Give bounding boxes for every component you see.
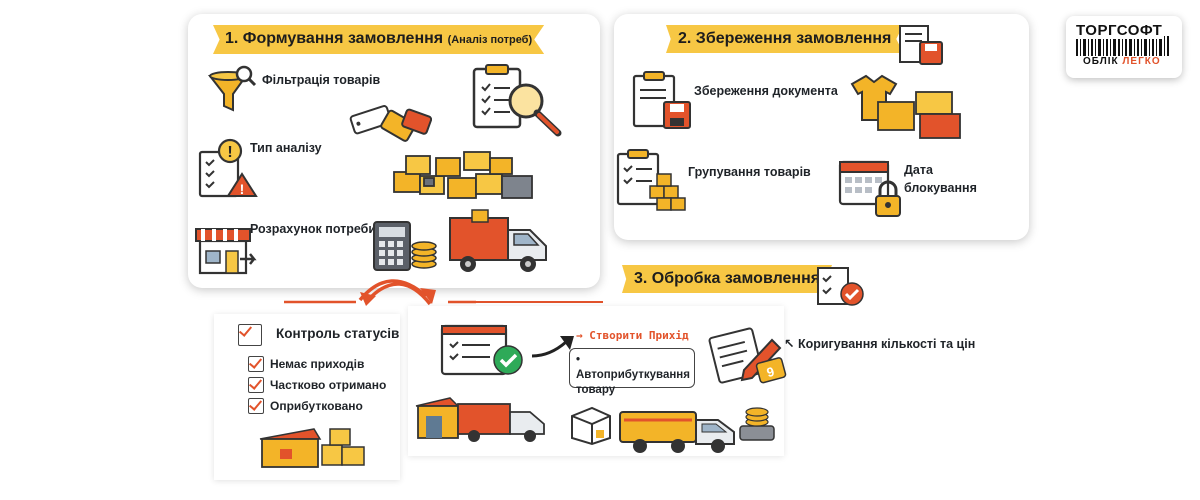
- correction-icon: 9: [708, 327, 787, 384]
- clipboard-magnifier-icon: [472, 64, 562, 137]
- checklist-done-icon: [817, 267, 864, 306]
- svg-text:!: !: [240, 181, 245, 197]
- calendar-lock-icon: [838, 160, 901, 217]
- status-title-checkbox-icon: [238, 324, 262, 346]
- checkbox-icon: [248, 377, 264, 393]
- save-document-label: Збереження документа: [694, 84, 838, 98]
- section3-ribbon: 3. Обробка замовлення: [622, 265, 833, 293]
- torgsoft-logo: ТОРГСОФТ ОБЛІК ЛЕГКО: [1066, 16, 1182, 78]
- shop-icon: [195, 228, 257, 275]
- status-option-label: Оприбутковано: [270, 399, 363, 413]
- bullet-icon: •: [576, 354, 581, 366]
- section2-title: 2. Збереження замовлення: [678, 30, 892, 47]
- cargo-truck-icon: [619, 411, 735, 453]
- delivery-truck-icon: [449, 209, 547, 272]
- section2-ribbon: 2. Збереження замовлення: [666, 25, 904, 53]
- blocking-date-label: Дата блокування: [904, 163, 977, 195]
- section1-ribbon: 1. Формування замовлення (Аналіз потреб): [213, 25, 545, 54]
- warehouse-truck-icon: [415, 397, 545, 442]
- warehouse-boxes-icon: [259, 428, 365, 468]
- section1-title: 1. Формування замовлення: [225, 30, 444, 47]
- status-option-label: Частково отримано: [270, 378, 387, 392]
- boxes-pile-icon: [393, 151, 533, 199]
- section3-title: 3. Обробка замовлення: [634, 270, 821, 287]
- filter-label: Фільтрація товарів: [262, 73, 381, 87]
- arrow-icon: →: [576, 329, 583, 342]
- flow-line: [448, 301, 603, 303]
- coins-scale-icon: [739, 407, 775, 441]
- logo-tagline-left: ОБЛІК: [1083, 56, 1119, 67]
- correction-label: ↖ Коригування кількості та цін: [784, 336, 975, 351]
- svg-text:9: 9: [765, 364, 776, 380]
- create-receipt-label[interactable]: → Створити Прихід: [576, 329, 689, 342]
- status-option-none[interactable]: Немає приходів: [248, 356, 364, 372]
- svg-text:!: !: [227, 144, 232, 161]
- analysis-warning-icon: ! !: [198, 138, 258, 198]
- auto-posting-note: • Автоприбуткування товару: [569, 348, 695, 396]
- save-document-icon: [632, 71, 691, 129]
- goods-boxes-icon: [850, 74, 961, 139]
- document-save-icon: [899, 25, 943, 65]
- arrow-right-icon: [531, 336, 574, 358]
- logo-tagline-right: ЛЕГКО: [1122, 56, 1161, 67]
- pointer-icon: ↖: [784, 337, 795, 351]
- document-approved-icon: [440, 324, 523, 376]
- funnel-icon: [207, 65, 257, 112]
- price-tags-icon: [349, 105, 432, 142]
- grouping-icon: [616, 149, 686, 211]
- logo-brand: ТОРГСОФТ: [1074, 22, 1165, 39]
- auto-posting-text: Автоприбуткування товару: [576, 369, 690, 396]
- status-option-label: Немає приходів: [270, 357, 365, 371]
- calculation-label: Розрахунок потреби: [250, 222, 377, 236]
- status-title: Контроль статусів: [276, 326, 400, 341]
- analysis-type-label: Тип аналізу: [250, 141, 322, 155]
- calculator-coins-icon: [373, 221, 437, 271]
- status-option-posted[interactable]: Оприбутковано: [248, 398, 363, 414]
- box-icon: [571, 406, 611, 446]
- barcode-icon: [1076, 36, 1169, 56]
- checkbox-icon: [248, 398, 264, 414]
- create-receipt-text: Створити Прихід: [589, 329, 689, 342]
- section1-subtitle: (Аналіз потреб): [447, 34, 533, 46]
- status-option-partial[interactable]: Частково отримано: [248, 377, 386, 393]
- grouping-label: Групування товарів: [688, 165, 811, 179]
- correction-text: Коригування кількості та цін: [797, 337, 976, 351]
- logo-tagline: ОБЛІК ЛЕГКО: [1080, 56, 1164, 67]
- checkbox-icon: [248, 356, 264, 372]
